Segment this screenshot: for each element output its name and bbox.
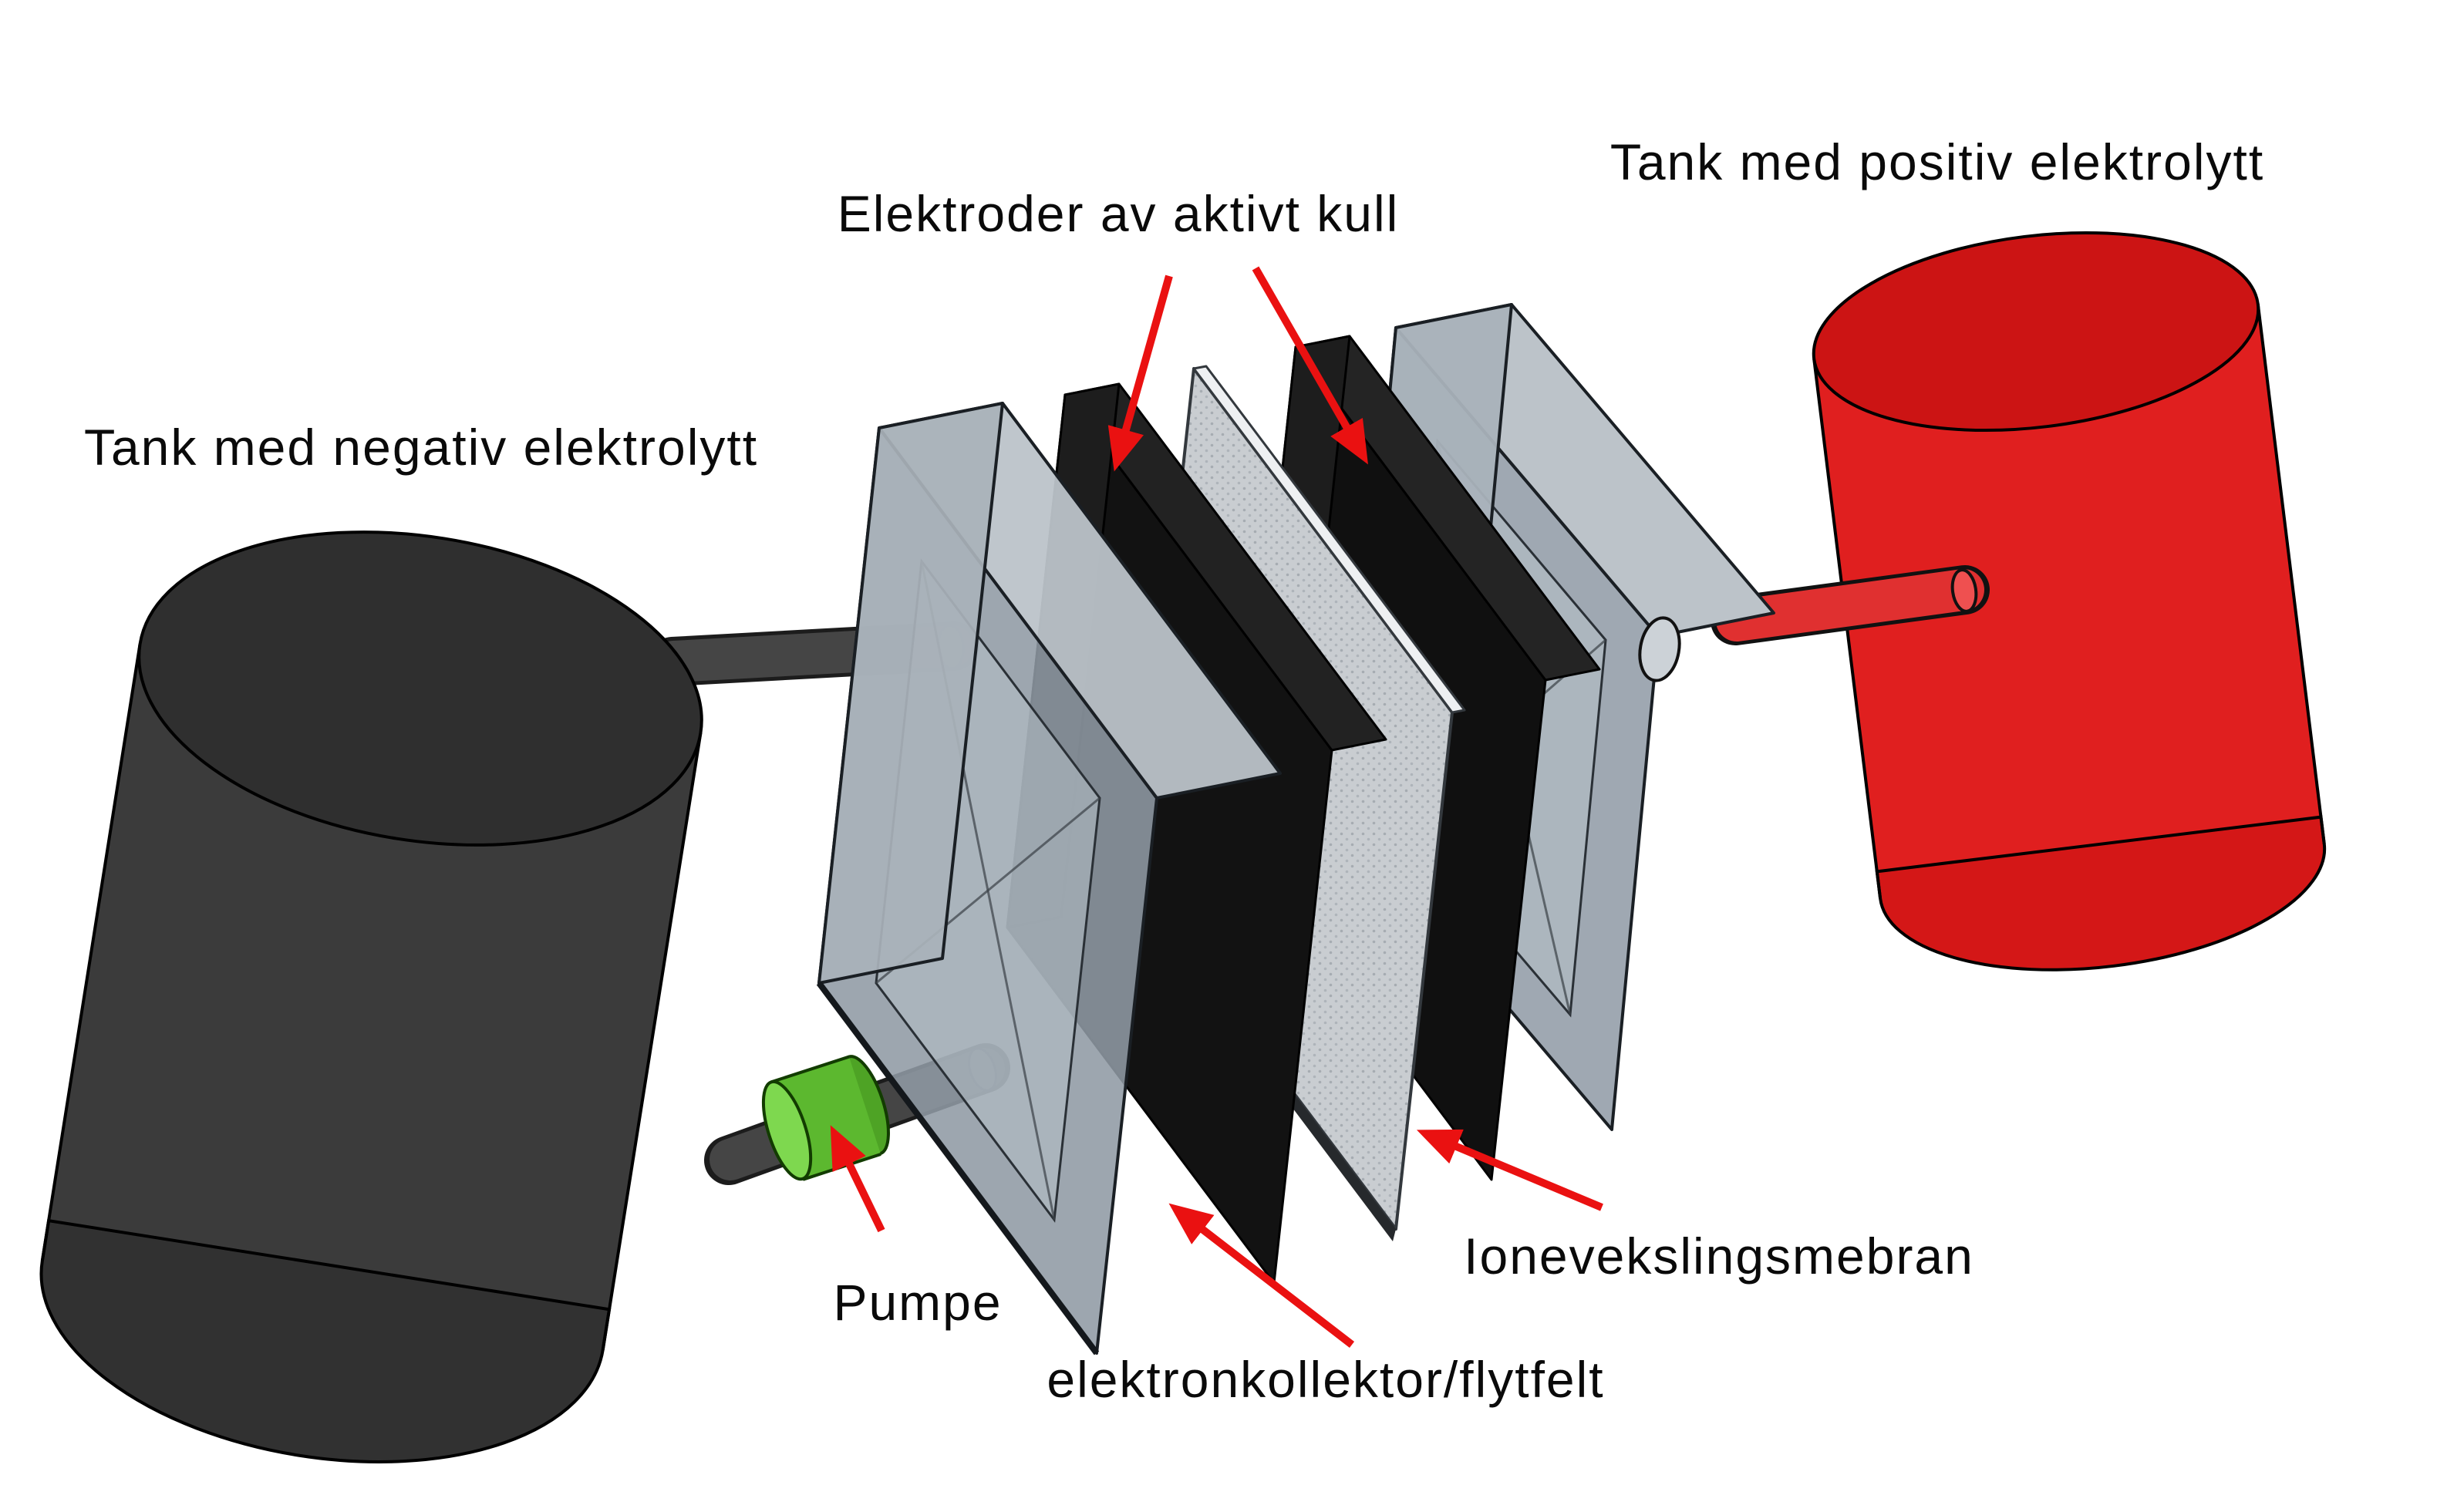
label-pump: Pumpe xyxy=(833,1274,1002,1331)
positive-tank-body xyxy=(1813,302,2324,899)
negative-tank-bottom xyxy=(39,1218,612,1463)
label-electrodes: Elektroder av aktivt kull xyxy=(838,185,1400,242)
label-membrane: Ionevekslingsmebran xyxy=(1464,1227,1974,1285)
pump-arrow xyxy=(830,1125,885,1233)
label-tank-negative: Tank med negativ elektrolytt xyxy=(84,419,758,476)
negative-tank-top xyxy=(137,530,703,847)
positive-tank-top xyxy=(1812,231,2260,433)
electrode-2-arrow xyxy=(1252,266,1368,465)
positive-pipe xyxy=(1711,565,1990,645)
electrode-1-arrow xyxy=(1107,274,1173,472)
positive-tank-bottom xyxy=(1875,815,2327,972)
left-endplate-side xyxy=(817,402,1004,985)
left-endplate xyxy=(816,402,1282,1355)
collector-arrow xyxy=(1168,1203,1355,1348)
label-collector: elektronkollektor/flytfelt xyxy=(1047,1351,1604,1408)
positive-tank xyxy=(1812,231,2327,972)
negative-tank xyxy=(39,530,703,1463)
right-endplate-hole xyxy=(1638,616,1681,682)
label-tank-positive: Tank med positiv elektrolytt xyxy=(1610,133,2264,190)
left-endplate-bottom-edge xyxy=(816,981,1100,1355)
membrane-top-edge xyxy=(1192,365,1466,714)
membrane-arrow xyxy=(1416,1129,1603,1211)
positive-pipe-cap xyxy=(1950,568,1978,613)
